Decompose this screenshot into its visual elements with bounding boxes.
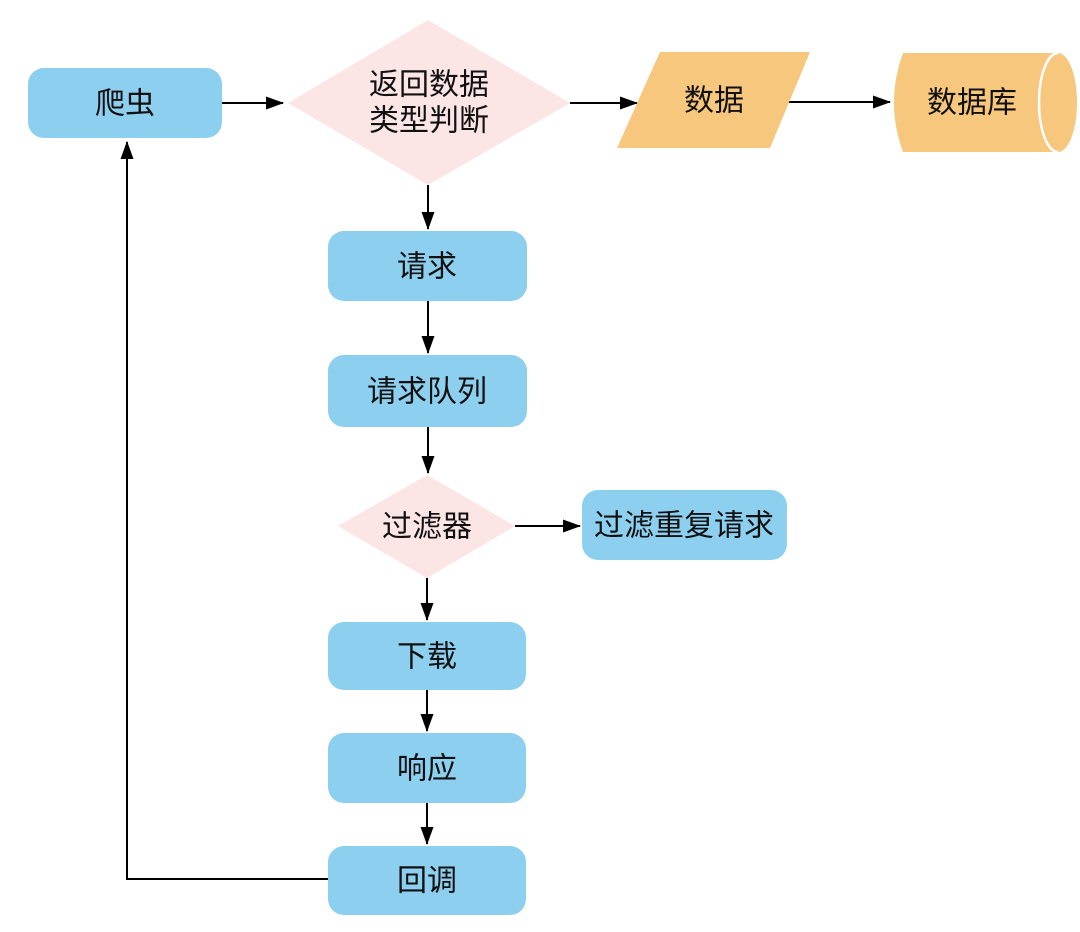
type-judgment-label-line2: 类型判断 [369, 104, 489, 139]
data-label: 数据 [684, 84, 744, 119]
node-data: 数据 [617, 52, 810, 148]
filter-label: 过滤器 [382, 510, 472, 545]
node-request-queue: 请求队列 [328, 355, 527, 427]
download-label: 下载 [397, 640, 457, 675]
type-judgment-diamond [288, 20, 570, 185]
filter-duplicate-box [582, 490, 787, 560]
node-callback: 回调 [328, 846, 526, 915]
filter-diamond [338, 475, 515, 578]
node-database: 数据库 [894, 51, 1077, 154]
callback-label: 回调 [397, 864, 457, 899]
data-parallelogram [617, 52, 810, 148]
edge-callback-to-crawler-loop [120, 141, 328, 880]
edges [120, 95, 891, 880]
response-label: 响应 [397, 752, 457, 787]
request-queue-label: 请求队列 [367, 375, 487, 410]
node-request: 请求 [328, 231, 527, 301]
node-filter: 过滤器 [338, 475, 515, 578]
node-response: 响应 [328, 733, 526, 803]
node-download: 下载 [328, 622, 526, 690]
database-cylinder-cap-line [1037, 51, 1059, 154]
node-type-judgment: 返回数据 类型判断 [288, 20, 570, 185]
response-box [328, 733, 526, 803]
node-filter-duplicate: 过滤重复请求 [582, 490, 787, 560]
database-label: 数据库 [927, 86, 1017, 121]
node-crawler: 爬虫 [28, 68, 222, 138]
request-box [328, 231, 527, 301]
request-queue-box [328, 355, 527, 427]
request-label: 请求 [397, 250, 457, 285]
callback-box [328, 846, 526, 915]
type-judgment-label-line1: 返回数据 [369, 68, 489, 103]
download-box [328, 622, 526, 690]
filter-duplicate-label: 过滤重复请求 [594, 509, 774, 544]
database-cylinder [894, 53, 1077, 152]
crawler-box [28, 68, 222, 138]
crawler-label: 爬虫 [95, 87, 155, 122]
